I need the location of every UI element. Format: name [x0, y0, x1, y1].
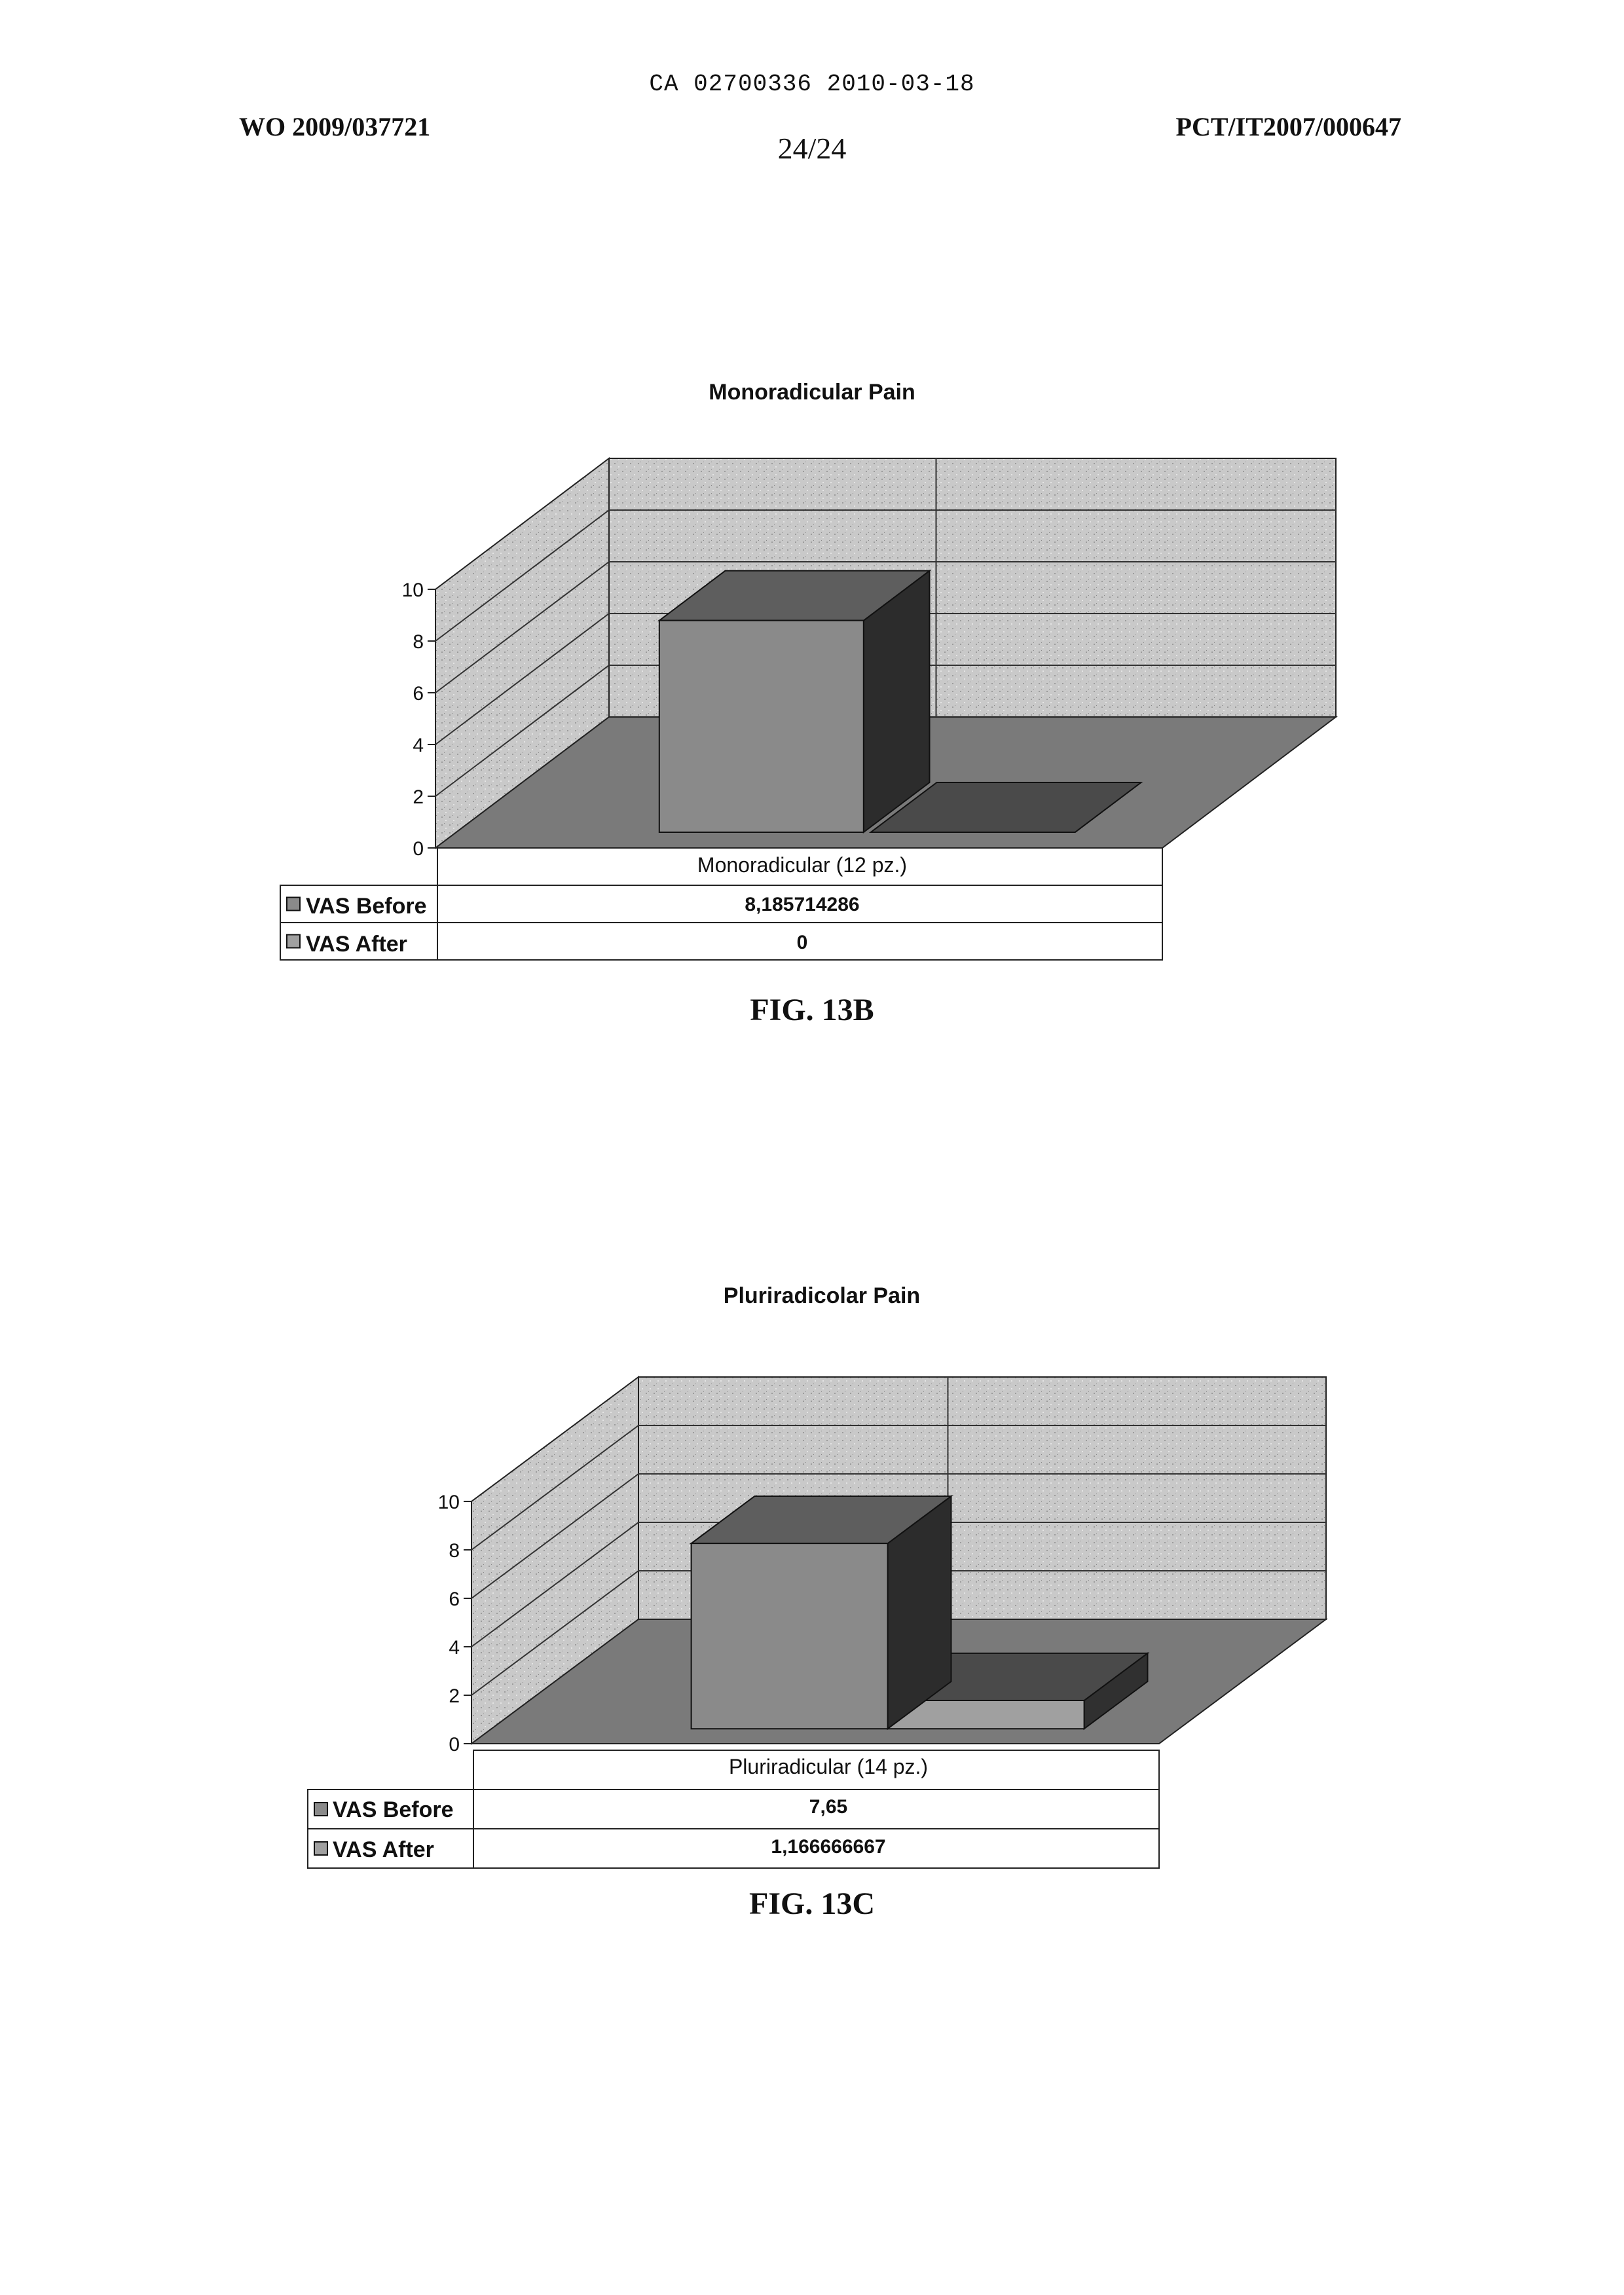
chart-monoradicular-pain: 0 2 4 6 8 10 Monoradicular Pain Monoradicular… [0, 367, 1624, 982]
chart-title: Pluriradicolar Pain [724, 1283, 920, 1308]
category-label: Monoradicular (12 pz.) [697, 853, 907, 877]
y-tick-label: 4 [413, 735, 424, 756]
legend-swatch-vas-before [287, 898, 300, 911]
legend-swatch-vas-after [287, 935, 300, 948]
sheet-number: 24/24 [0, 131, 1624, 166]
y-tick-label: 0 [413, 838, 424, 860]
y-tick-label: 2 [449, 1685, 460, 1707]
legend-label-vas-before: VAS Before [333, 1797, 454, 1822]
chart-pluriradicolar-pain: 0 2 4 6 8 10 Pluriradicolar Pain Pluriradicul… [0, 1257, 1624, 1873]
y-tick-label: 10 [438, 1492, 460, 1513]
y-tick-label: 8 [449, 1540, 460, 1562]
y-tick-label: 6 [449, 1588, 460, 1610]
legend-swatch-vas-after [314, 1842, 327, 1855]
y-tick-label: 8 [413, 631, 424, 653]
data-label-vas-before: 8,185714286 [745, 894, 859, 915]
chart-title: Monoradicular Pain [709, 380, 915, 405]
legend-label-vas-after: VAS After [333, 1837, 434, 1862]
y-tick-label: 2 [413, 786, 424, 808]
ca-number: CA 02700336 2010-03-18 [0, 71, 1624, 98]
data-label-vas-after: 0 [797, 932, 808, 953]
figure-caption-13c: FIG. 13C [0, 1886, 1624, 1922]
data-label-vas-before: 7,65 [809, 1796, 847, 1818]
bar-vas-before-front [659, 621, 864, 832]
bar-vas-before-front [692, 1543, 888, 1729]
y-tick-label: 4 [449, 1637, 460, 1659]
data-label-vas-after: 1,166666667 [771, 1836, 885, 1858]
y-tick-label: 6 [413, 683, 424, 705]
y-tick-label: 0 [449, 1734, 460, 1755]
legend-swatch-vas-before [314, 1803, 327, 1816]
figure-caption-13b: FIG. 13B [0, 992, 1624, 1028]
legend-label-vas-after: VAS After [306, 932, 407, 957]
y-tick-label: 10 [402, 579, 424, 601]
category-label: Pluriradicular (14 pz.) [729, 1755, 928, 1778]
legend-label-vas-before: VAS Before [306, 894, 427, 919]
